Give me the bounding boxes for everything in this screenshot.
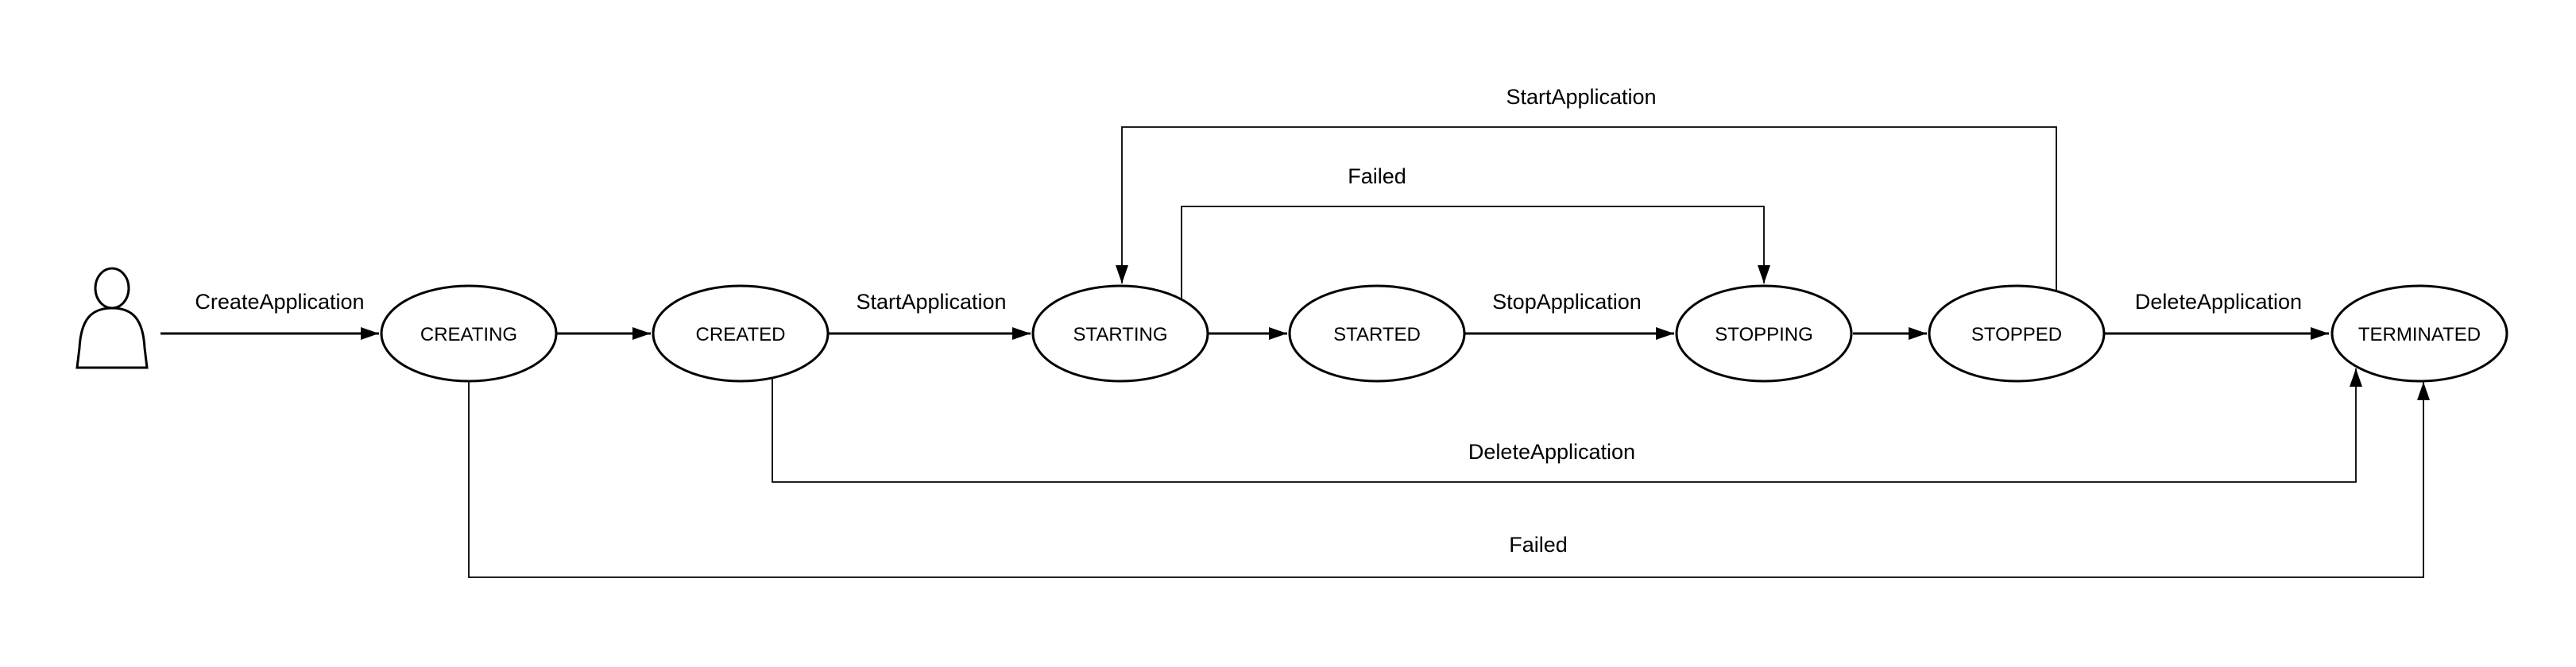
transition-label-starting-failed-to-stopping: Failed xyxy=(1348,164,1406,188)
actor-head xyxy=(94,267,130,310)
states-layer: CREATING CREATED STARTING STARTED STOPPING ST… xyxy=(380,284,2508,383)
state-ellipse-stopped xyxy=(1928,284,2106,383)
state-started: STARTED xyxy=(1288,284,1466,383)
state-ellipse-stopping xyxy=(1675,284,1853,383)
state-stopped: STOPPED xyxy=(1928,284,2106,383)
transition-created-delete-to-terminated xyxy=(772,368,2362,483)
state-created: CREATED xyxy=(652,284,830,383)
actor-body xyxy=(75,307,149,369)
transition-label-stopped-to-terminated: DeleteApplication xyxy=(2135,290,2302,314)
state-ellipse-started xyxy=(1288,284,1466,383)
state-label-stopping: STOPPING xyxy=(1715,324,1813,345)
transition-creating-failed-to-terminated xyxy=(468,381,2430,578)
transition-label-actor-to-creating: CreateApplication xyxy=(195,290,364,314)
state-ellipse-starting xyxy=(1031,284,1209,383)
transition-starting-failed-to-stopping xyxy=(1181,206,1770,299)
state-ellipse-terminated xyxy=(2330,284,2508,383)
state-label-created: CREATED xyxy=(696,324,786,345)
user-actor-icon xyxy=(75,267,149,369)
state-terminated: TERMINATED xyxy=(2330,284,2508,383)
state-label-stopped: STOPPED xyxy=(1971,324,2062,345)
state-ellipse-created xyxy=(652,284,830,383)
transition-label-created-to-starting: StartApplication xyxy=(856,290,1006,314)
transition-label-creating-failed-to-terminated: Failed xyxy=(1509,533,1568,557)
state-label-creating: CREATING xyxy=(420,324,517,345)
state-label-starting: STARTING xyxy=(1073,324,1167,345)
state-starting: STARTING xyxy=(1031,284,1209,383)
state-creating: CREATING xyxy=(380,284,558,383)
state-label-terminated: TERMINATED xyxy=(2358,324,2481,345)
transitions-layer xyxy=(161,126,2430,578)
state-ellipse-creating xyxy=(380,284,558,383)
state-stopping: STOPPING xyxy=(1675,284,1853,383)
transition-label-started-to-stopping: StopApplication xyxy=(1492,290,1642,314)
state-label-started: STARTED xyxy=(1333,324,1421,345)
transition-stopped-to-starting-loop xyxy=(1116,126,2057,292)
transition-label-created-delete-to-terminated: DeleteApplication xyxy=(1468,440,1635,464)
transition-label-stopped-to-starting-loop: StartApplication xyxy=(1506,85,1656,109)
